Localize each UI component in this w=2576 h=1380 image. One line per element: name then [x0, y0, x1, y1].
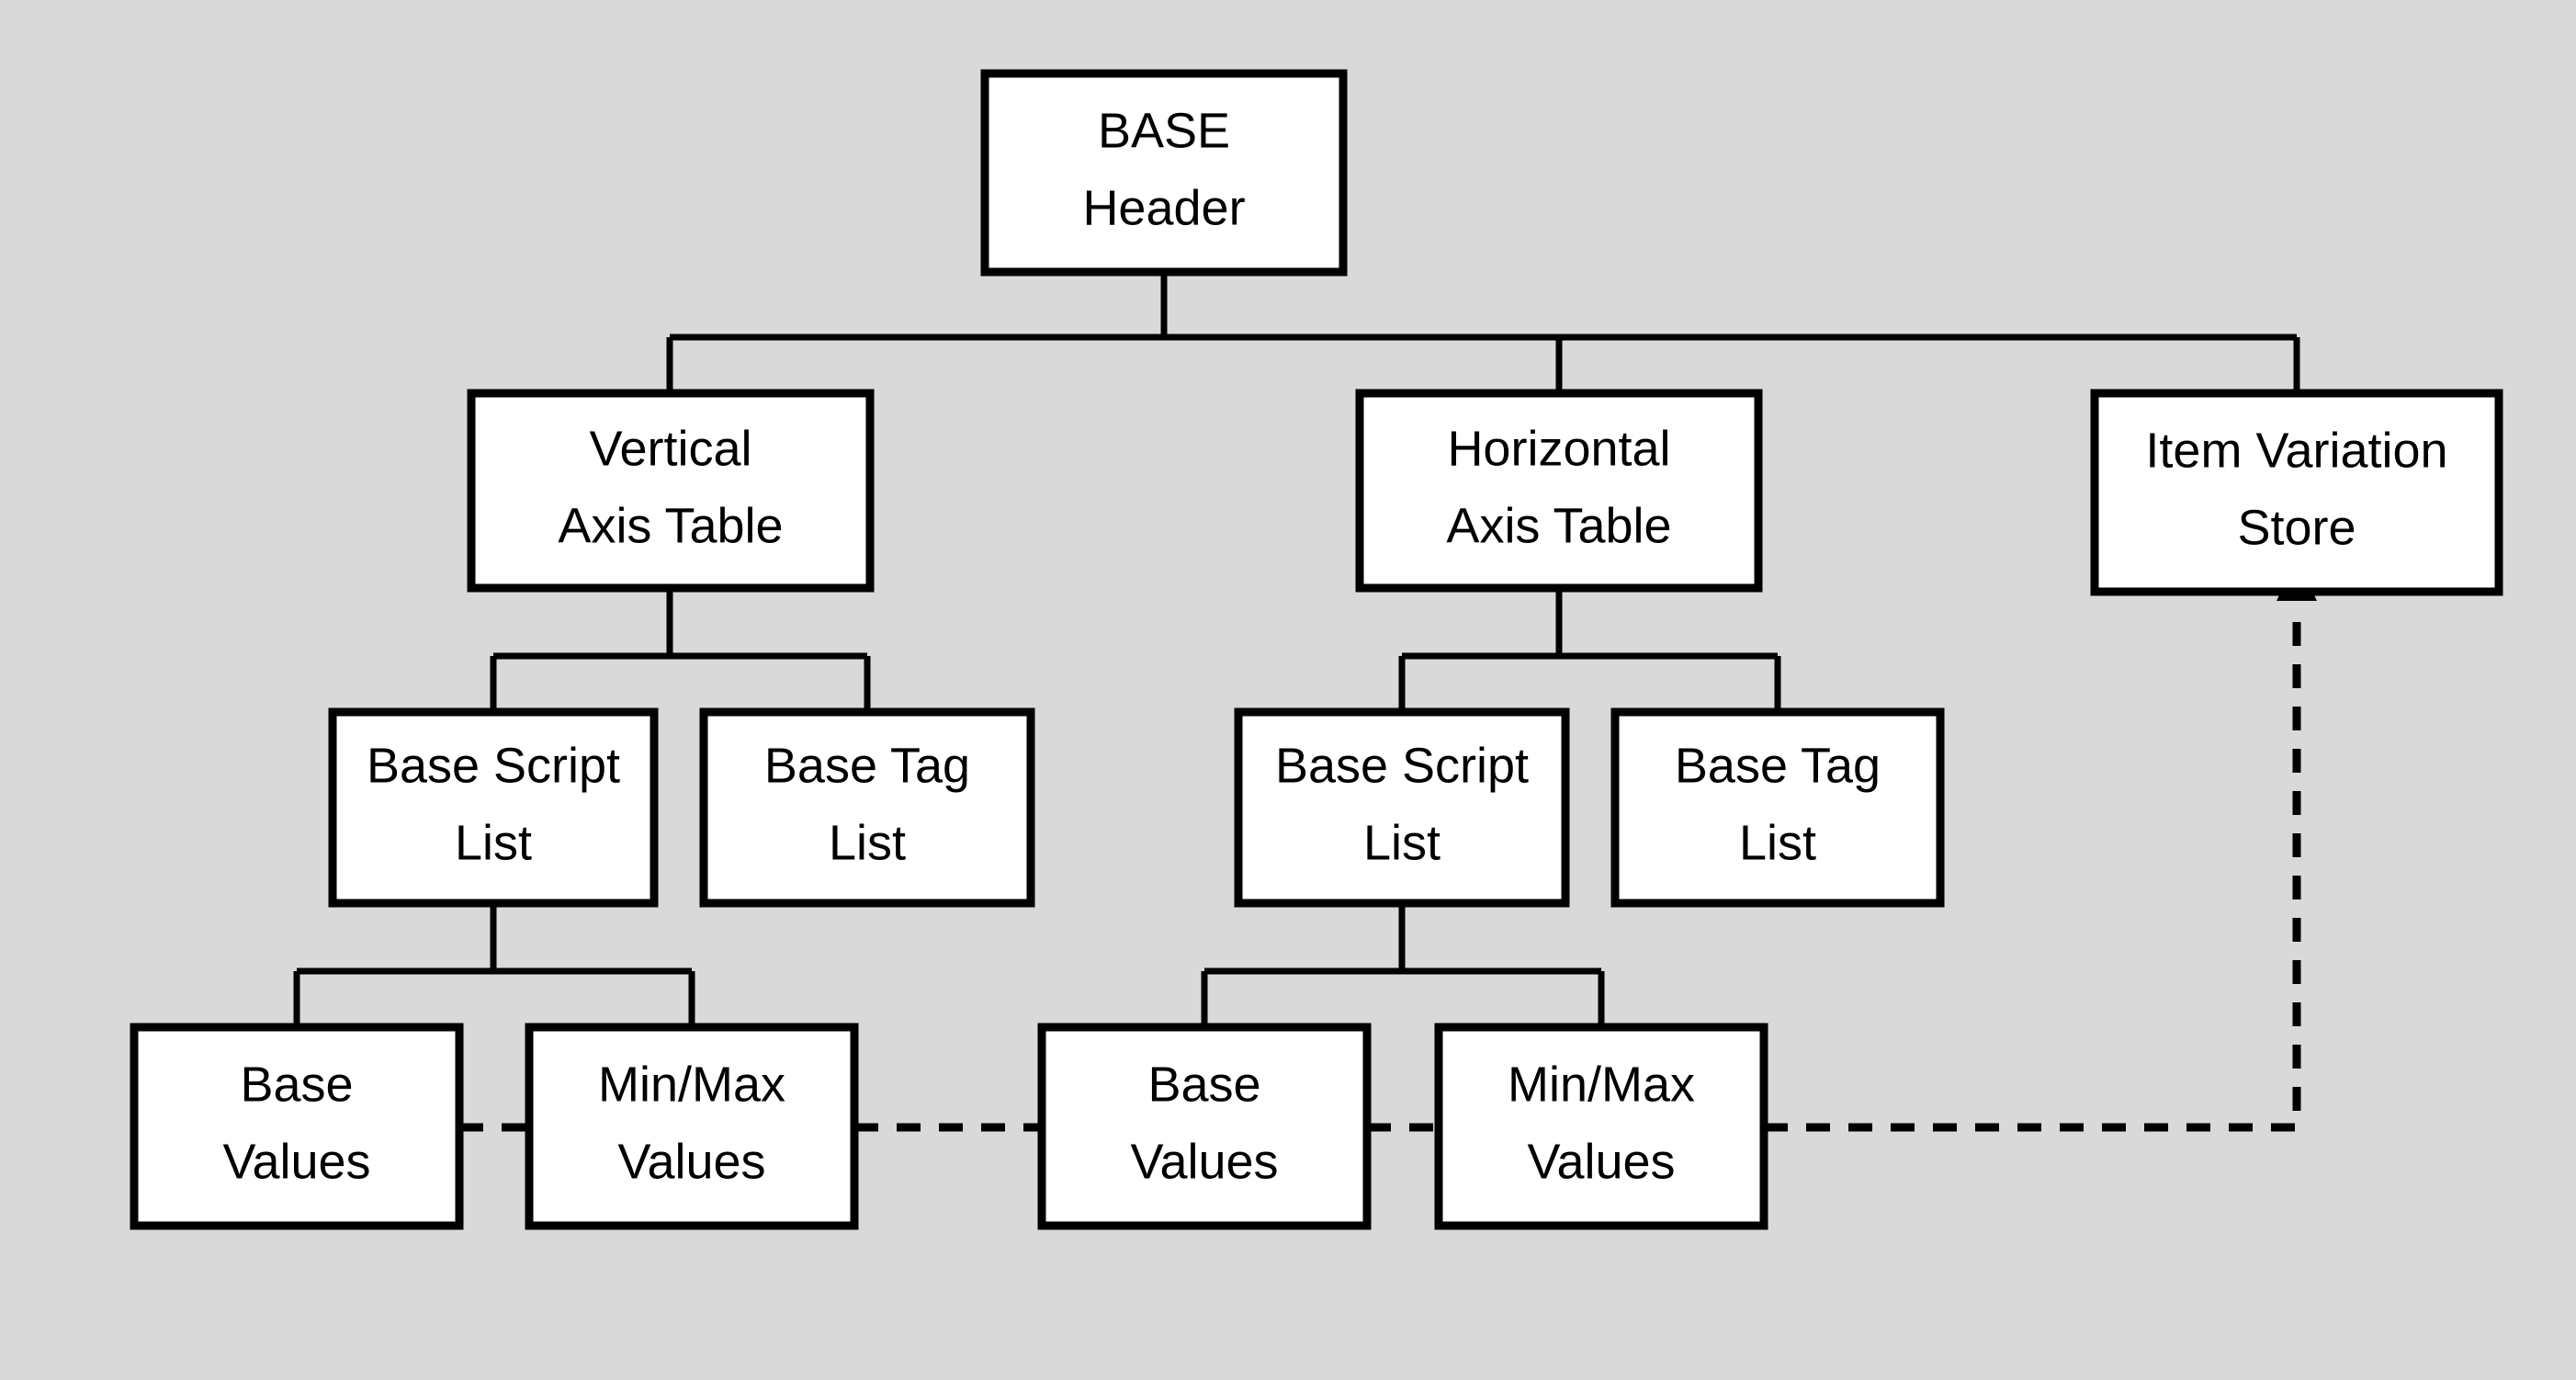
node-label-line1-horizontal-axis-table: Horizontal [1447, 421, 1670, 476]
node-box-base-tag-list-left [699, 707, 1035, 908]
node-label-line2-base-script-list-left: List [455, 815, 532, 870]
node-box-base-values-left [130, 1023, 464, 1230]
node-label-line2-base-tag-list-left: List [829, 815, 906, 870]
node-label-line2-minmax-values-left: Values [617, 1134, 765, 1189]
node-box-base-script-list-left [328, 707, 659, 908]
node-box-base-script-list-right [1234, 707, 1570, 908]
node-label-line1-base-tag-list-left: Base Tag [764, 738, 970, 793]
node-label-line2-base-script-list-right: List [1363, 815, 1441, 870]
node-label-line2-vertical-axis-table: Axis Table [558, 498, 783, 553]
node-label-line2-minmax-values-right: Values [1527, 1134, 1675, 1189]
node-label-line2-base-header: Header [1082, 180, 1245, 235]
node-label-line1-minmax-values-left: Min/Max [598, 1057, 785, 1112]
node-box-base-values-right [1037, 1023, 1372, 1230]
node-box-item-variation-store [2090, 389, 2503, 596]
node-label-line1-base-tag-list-right: Base Tag [1675, 738, 1881, 793]
node-label-line1-item-variation-store: Item Variation [2145, 423, 2447, 478]
node-label-line2-item-variation-store: Store [2237, 500, 2356, 555]
node-box-vertical-axis-table [467, 389, 875, 593]
node-box-horizontal-axis-table [1355, 389, 1763, 593]
node-label-line2-horizontal-axis-table: Axis Table [1446, 498, 1671, 553]
node-label-line2-base-values-right: Values [1130, 1134, 1278, 1189]
node-label-line1-base-values-right: Base [1147, 1057, 1260, 1112]
node-label-line1-base-script-list-left: Base Script [367, 738, 620, 793]
dashed-connector-group [459, 617, 2301, 1132]
node-label-line2-base-tag-list-right: List [1739, 815, 1816, 870]
node-base-header[interactable]: BASE Header [980, 69, 1348, 277]
node-label-line1-base-values-left: Base [240, 1057, 353, 1112]
node-label-line1-base-header: BASE [1098, 103, 1230, 158]
node-box-minmax-values-left [525, 1023, 859, 1230]
node-label-line1-vertical-axis-table: Vertical [589, 421, 751, 476]
dash-to-item-store [1764, 617, 2301, 1132]
solid-connector-group [293, 272, 2300, 1027]
node-label-line1-base-script-list-right: Base Script [1275, 738, 1529, 793]
node-label-line1-minmax-values-right: Min/Max [1508, 1057, 1695, 1112]
node-box-minmax-values-right [1434, 1023, 1768, 1230]
node-label-line2-base-values-left: Values [222, 1134, 370, 1189]
node-box-base-tag-list-right [1610, 707, 1945, 908]
node-box-base-header [980, 69, 1348, 277]
